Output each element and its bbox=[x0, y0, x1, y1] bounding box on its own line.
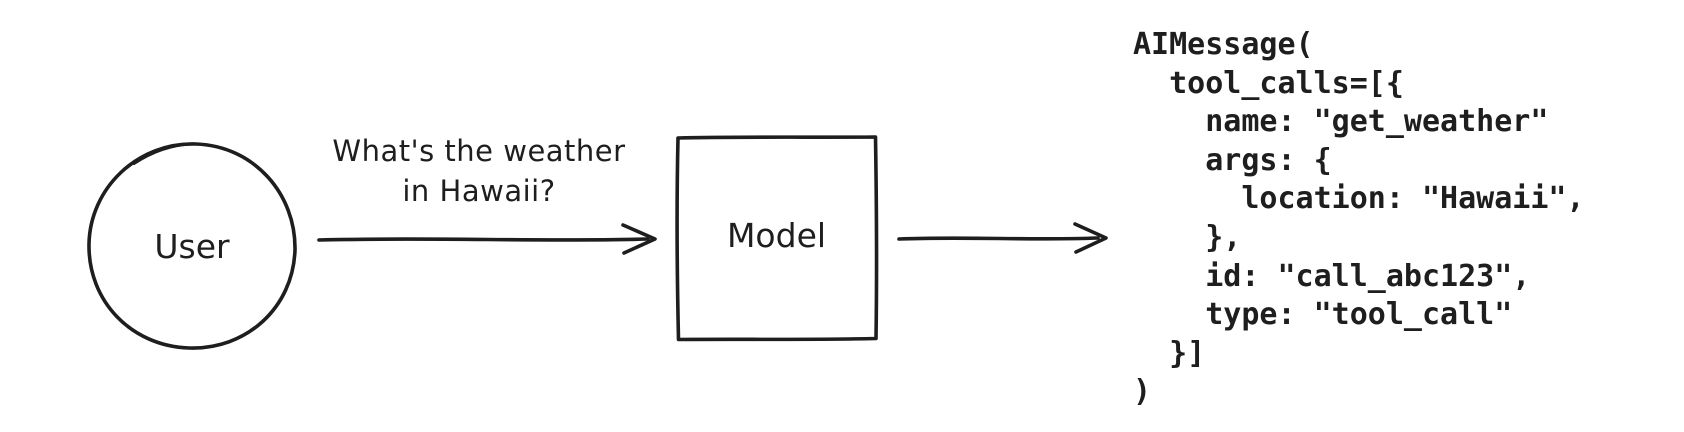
user-label: User bbox=[154, 227, 230, 266]
model-box bbox=[675, 135, 879, 342]
user-to-model-arrowhead-icon bbox=[621, 223, 657, 255]
user-message-line2: in Hawaii? bbox=[402, 174, 556, 208]
user-circle bbox=[87, 142, 297, 350]
model-to-output-arrowhead-icon bbox=[1073, 222, 1108, 254]
user-message-line1: What's the weather bbox=[332, 134, 626, 168]
user-message-text: What's the weather in Hawaii? bbox=[304, 131, 654, 211]
aimessage-code-block: AIMessage( tool_calls=[{ name: "get_weat… bbox=[1133, 27, 1585, 410]
model-to-output-arrow bbox=[897, 236, 1100, 241]
user-circle-overlap-stroke bbox=[132, 142, 196, 166]
model-label: Model bbox=[726, 216, 827, 255]
user-to-model-arrow bbox=[317, 237, 650, 242]
